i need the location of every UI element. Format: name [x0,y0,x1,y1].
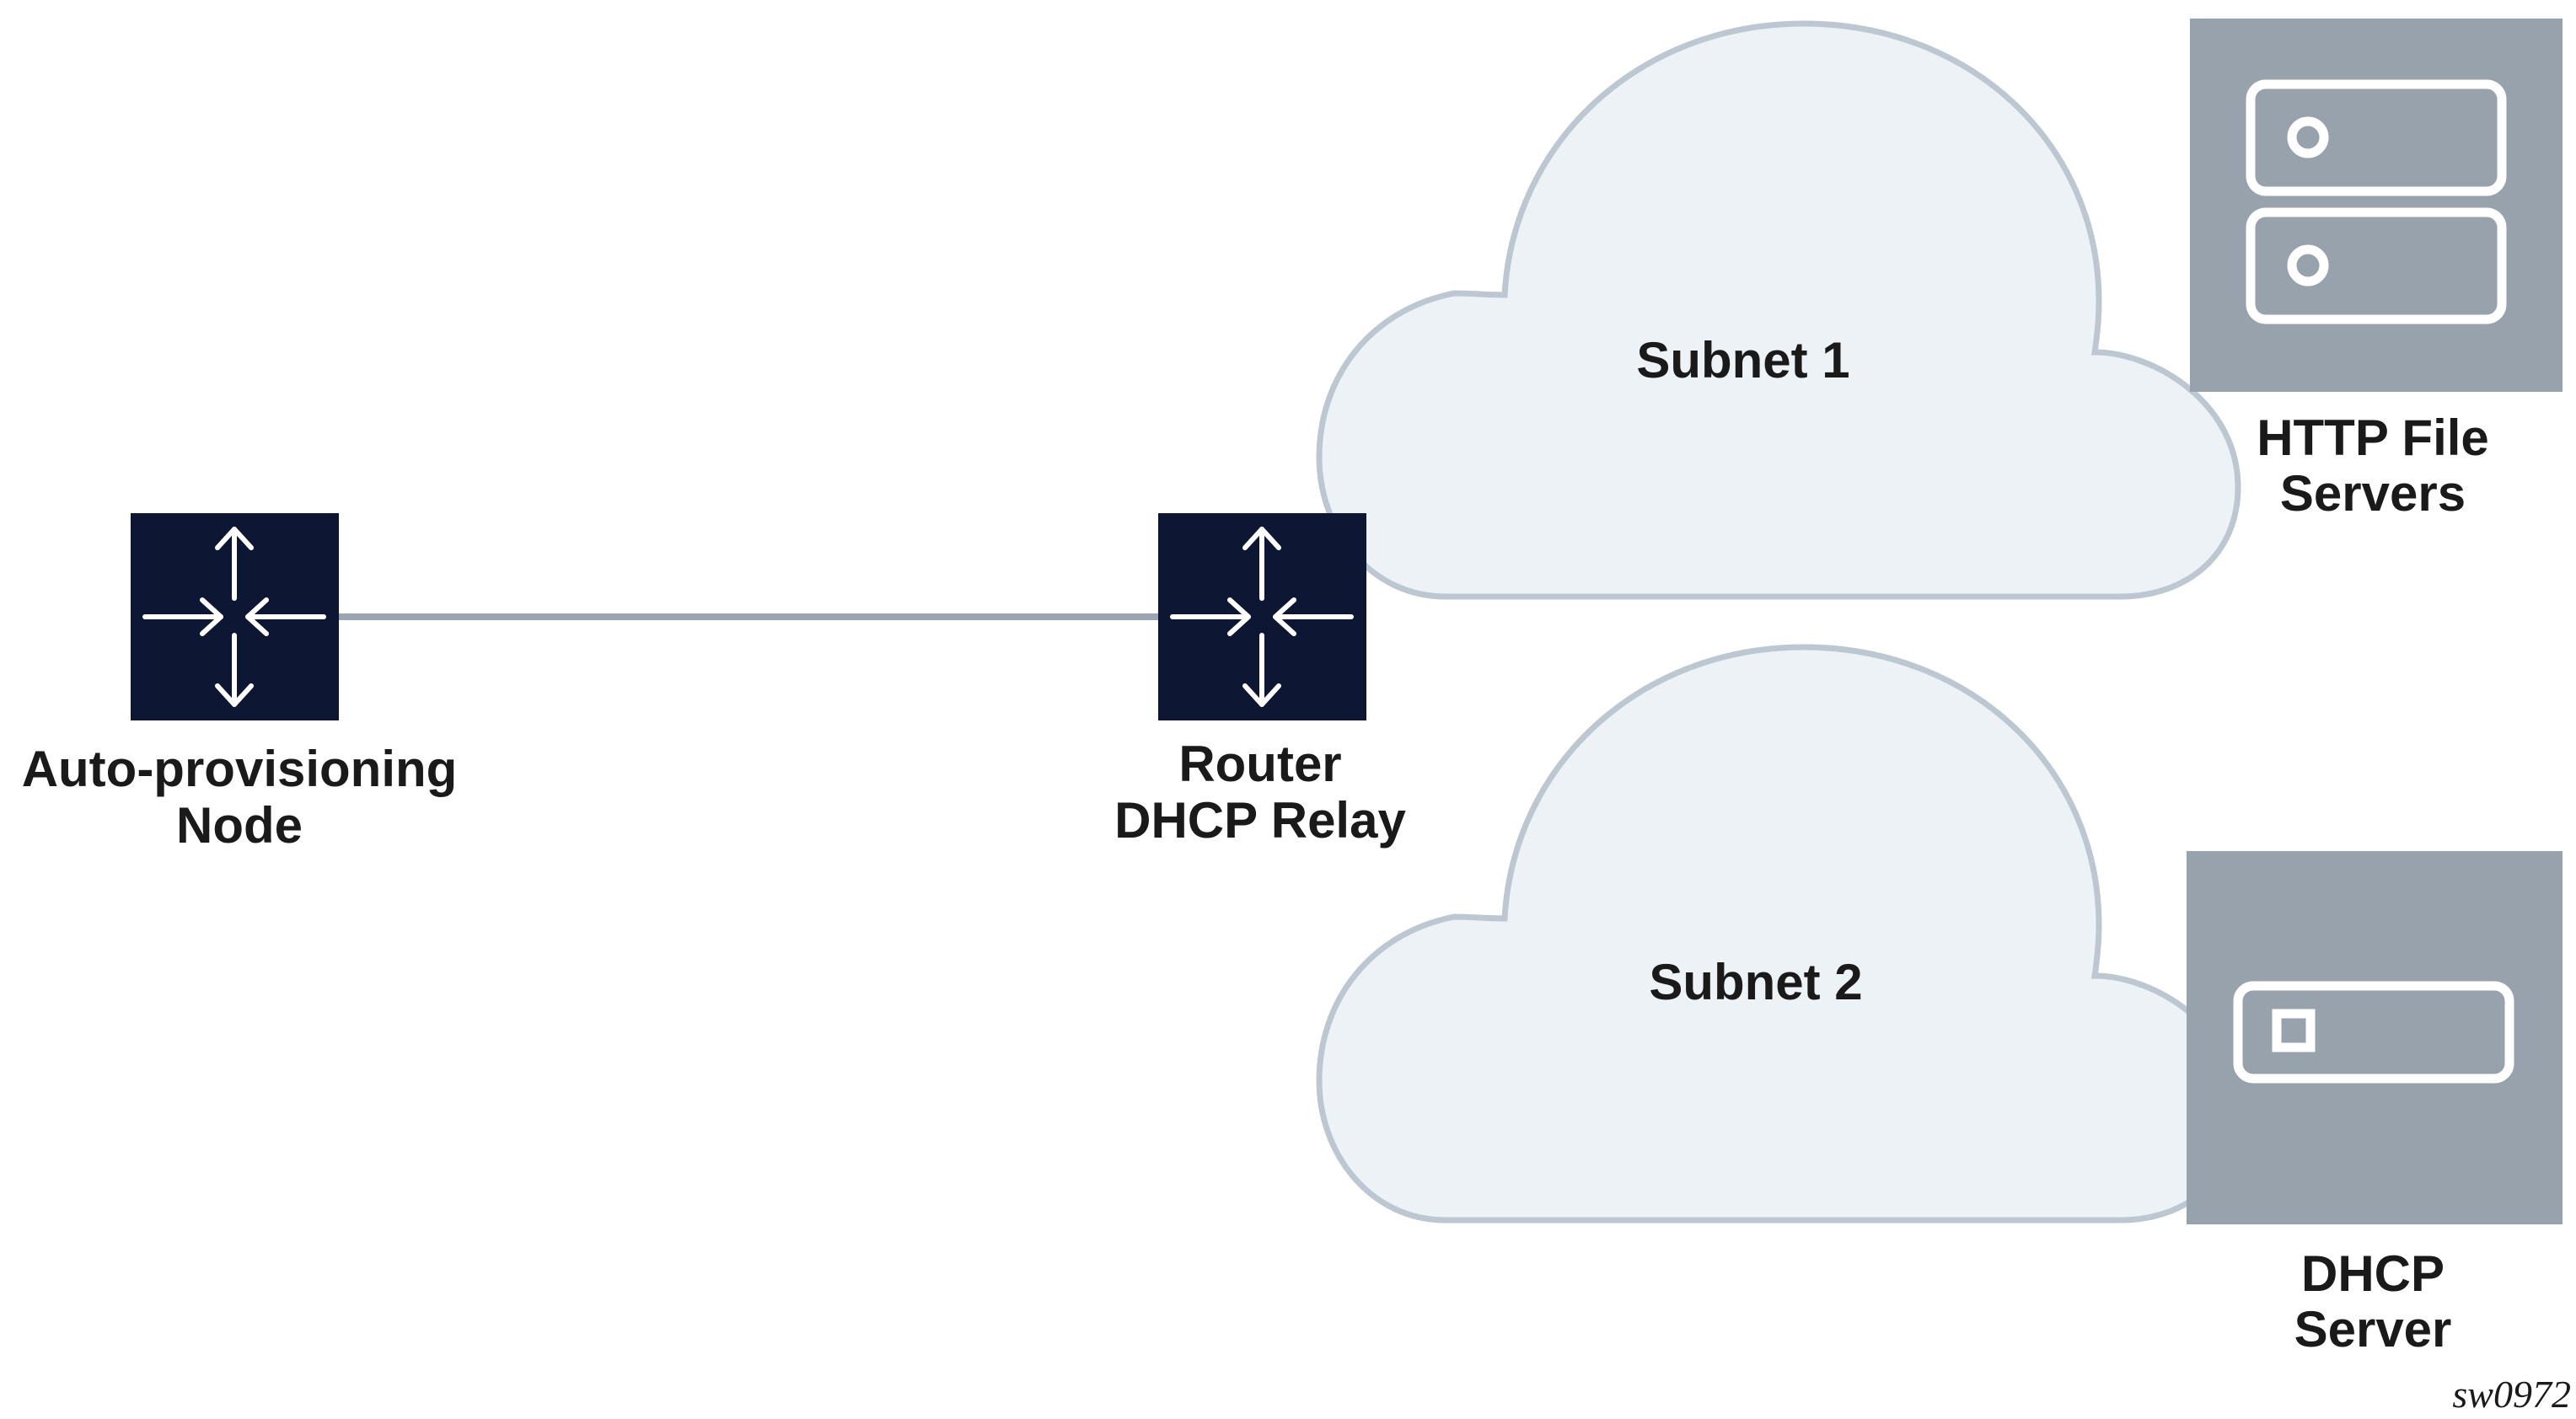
server-stack-icon [2246,79,2507,324]
router-dhcp-relay[interactable] [1158,513,1366,720]
http-servers-label-line1: HTTP File [2257,410,2489,466]
http-servers-label-line2: Servers [2280,465,2466,522]
router-label-line1: Router [1178,736,1341,792]
server-icon [2233,981,2514,1084]
subnet-1-label: Subnet 1 [1636,332,1849,388]
subnet-2-cloud [1319,647,2238,1220]
subnet-1-cloud [1319,24,2238,597]
dhcp-server-label-line1: DHCP [2301,1245,2445,1302]
dhcp-server[interactable] [2187,851,2563,1224]
router-label-line2: DHCP Relay [1114,792,1406,849]
auto-node-label-line2: Node [176,797,303,854]
figure-id: sw0972 [2452,1373,2571,1416]
subnet-2-label: Subnet 2 [1649,954,1862,1010]
dhcp-server-label-line2: Server [2294,1301,2452,1357]
auto-provisioning-node[interactable] [131,513,339,720]
http-file-servers[interactable] [2190,19,2563,392]
auto-node-label-line1: Auto-provisioning [22,741,458,797]
